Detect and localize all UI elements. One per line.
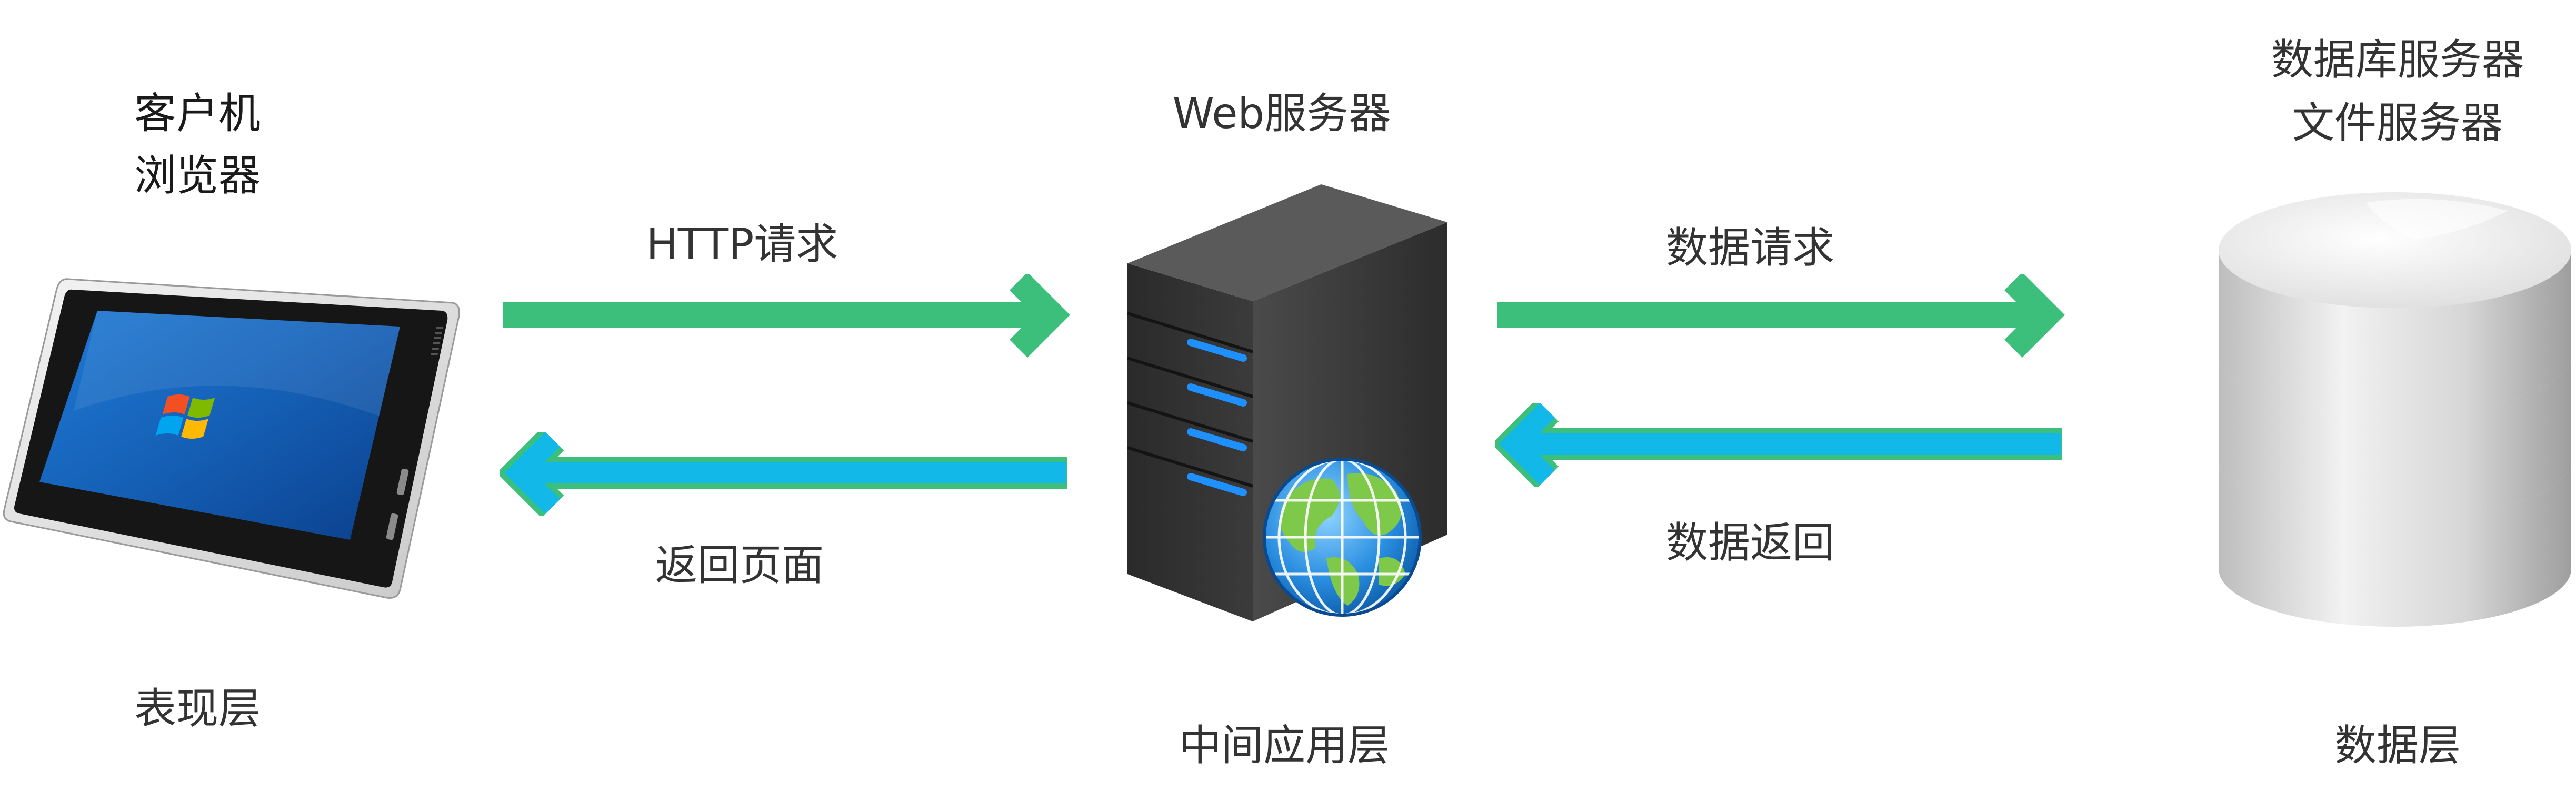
client-title-line2: 浏览器 [134, 151, 261, 200]
return-page-label: 返回页面 [655, 541, 824, 590]
tablet-icon [0, 274, 463, 600]
data-return-label: 数据返回 [1666, 518, 1834, 567]
data-server-title-line2: 文件服务器 [2292, 98, 2503, 147]
client-layer-label: 表现层 [134, 684, 261, 733]
data-request-arrow [1497, 274, 2066, 358]
server-globe-icon [1121, 184, 1447, 621]
database-icon [2213, 187, 2576, 629]
web-server-title: Web服务器 [1172, 89, 1391, 138]
data-layer-label: 数据层 [2334, 721, 2461, 770]
http-request-arrow [503, 274, 1071, 358]
client-title-line1: 客户机 [134, 89, 261, 138]
data-server-title-line1: 数据库服务器 [2271, 35, 2524, 84]
http-request-label: HTTP请求 [646, 220, 838, 269]
middle-layer-label: 中间应用层 [1179, 721, 1390, 770]
return-page-arrow [500, 432, 1069, 516]
data-request-label: 数据请求 [1666, 223, 1834, 272]
data-return-arrow [1495, 403, 2063, 487]
